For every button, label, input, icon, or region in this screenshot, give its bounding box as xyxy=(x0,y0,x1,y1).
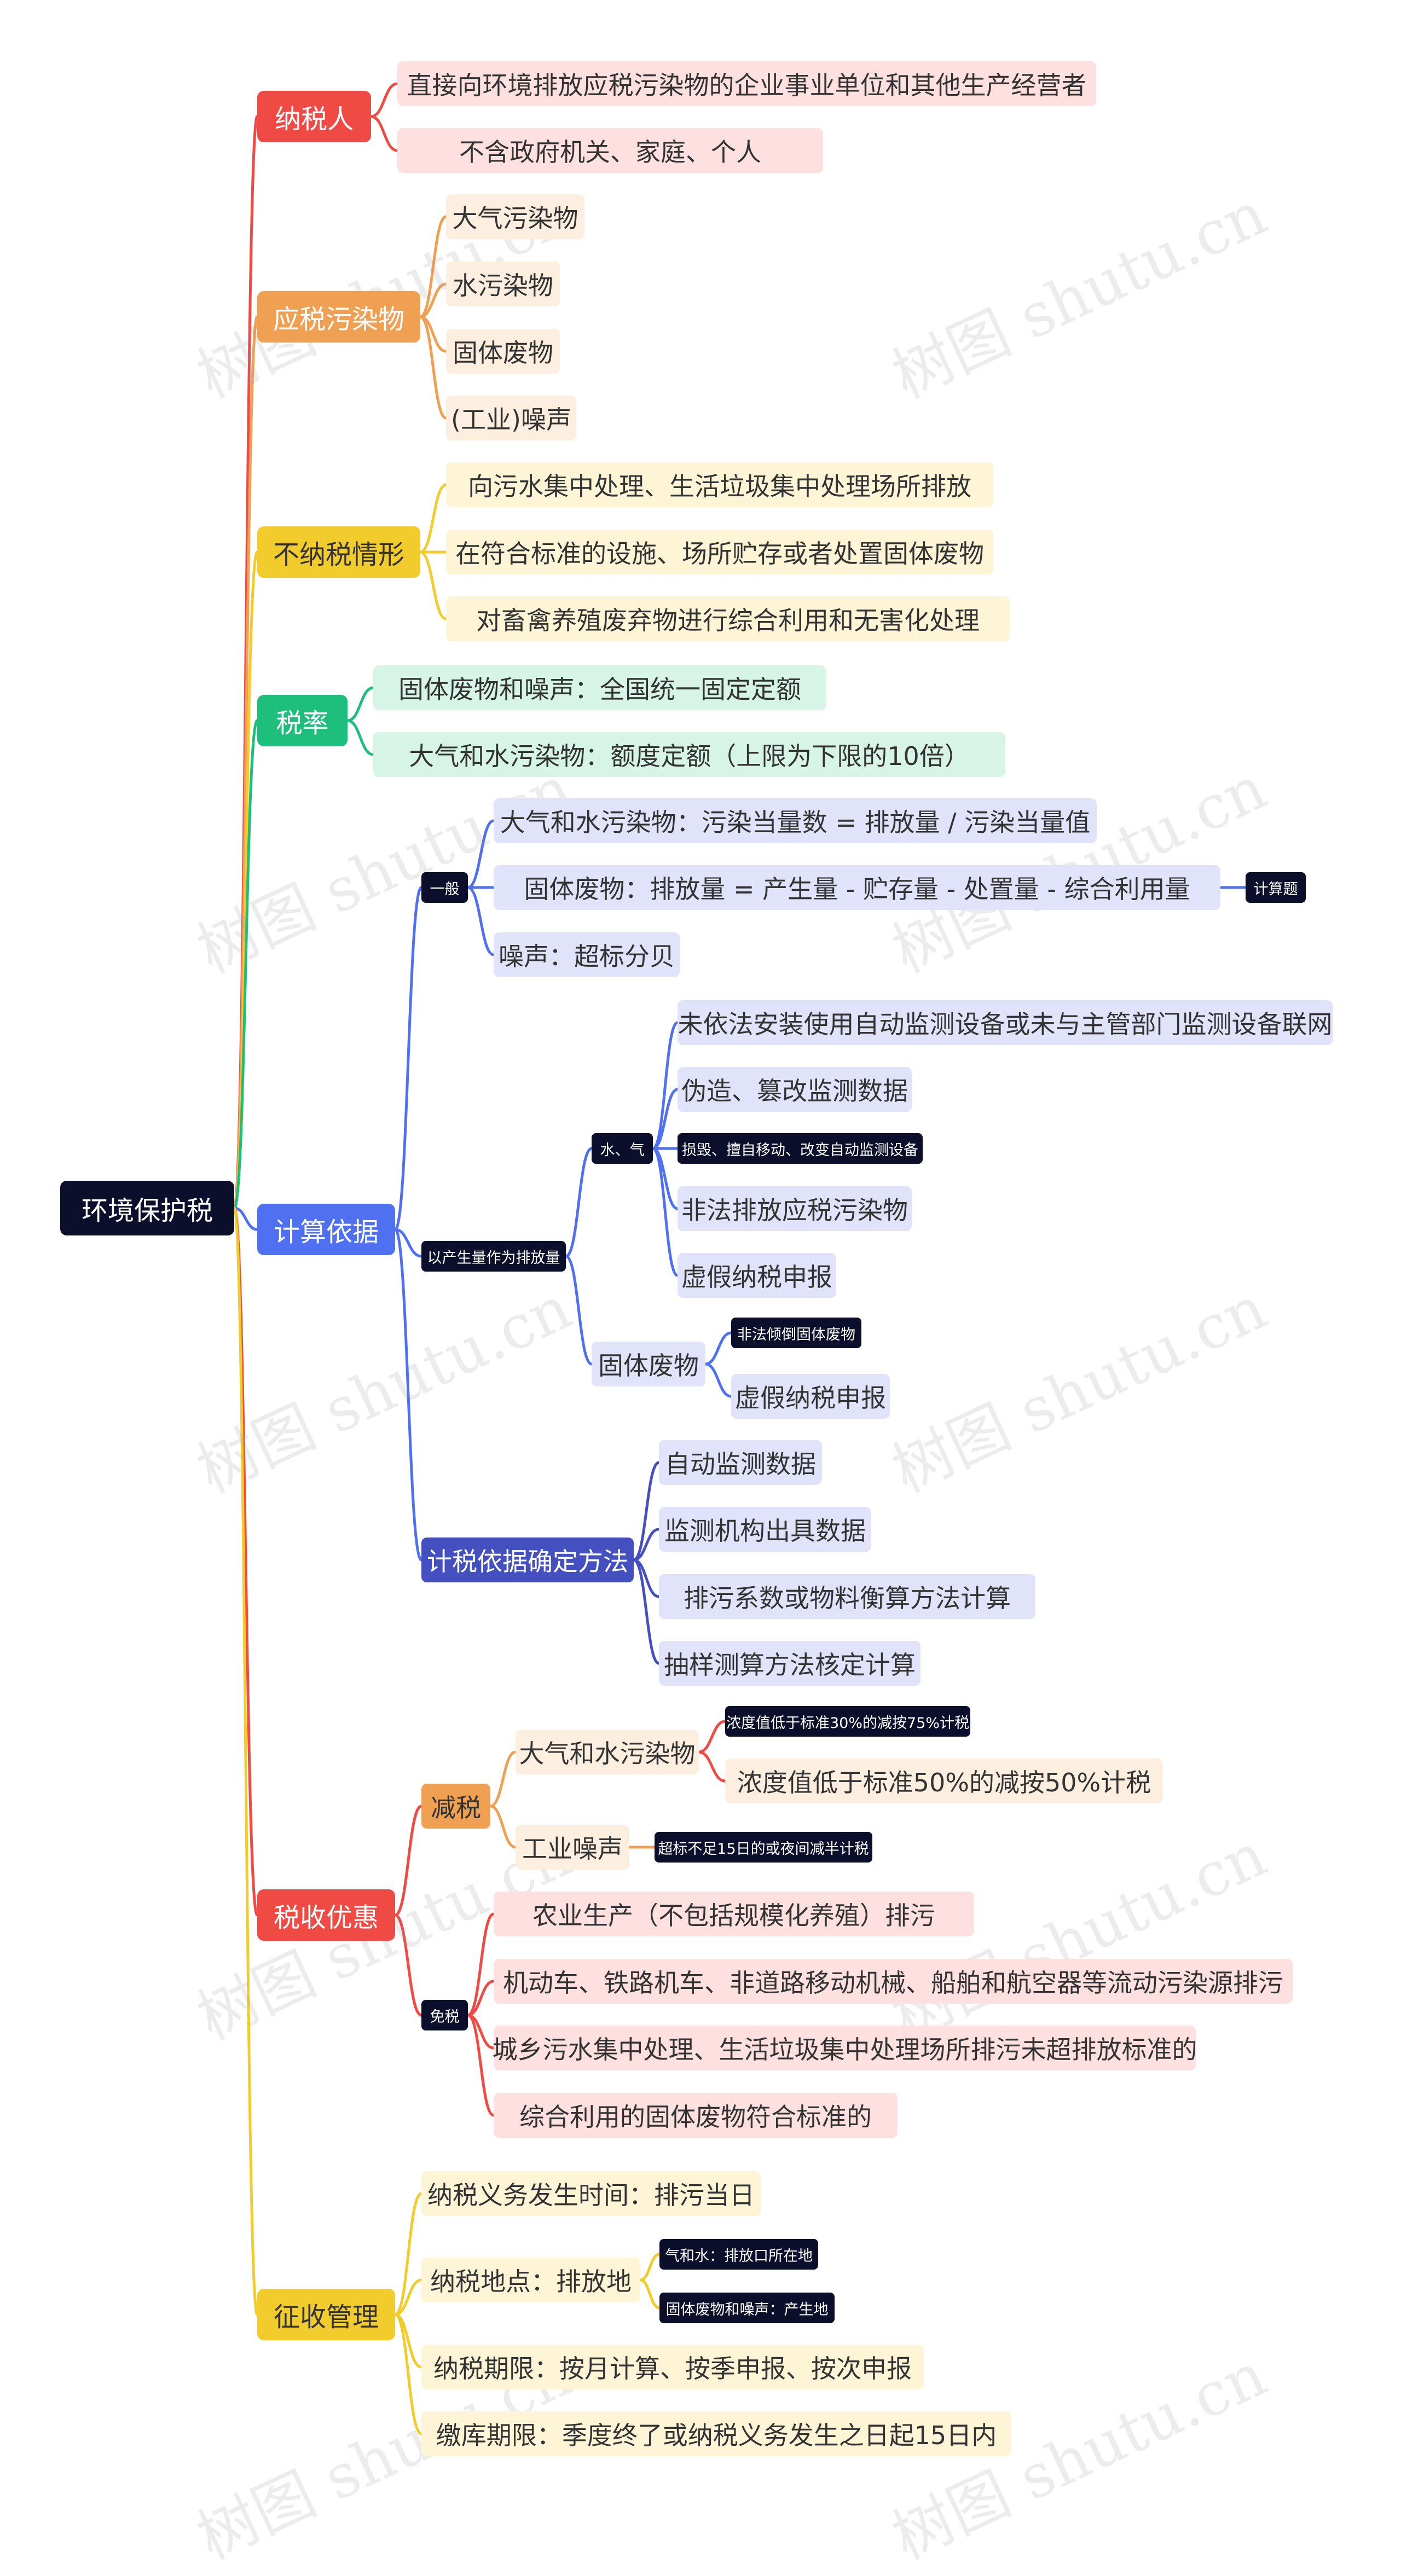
child-connector xyxy=(346,719,375,756)
taxpayer-item[interactable]: 直接向环境排放应税污染物的企业事业单位和其他生产经营者 xyxy=(397,61,1096,106)
child-connector xyxy=(419,315,448,420)
water-air-case[interactable]: 未依法安装使用自动监测设备或未与主管部门监测设备联网 xyxy=(678,1000,1333,1045)
collection-place-item[interactable]: 固体废物和噪声：产生地 xyxy=(659,2293,835,2323)
solid-waste-node[interactable]: 固体废物 xyxy=(592,1342,705,1386)
child-connector xyxy=(704,1362,733,1398)
child-connector xyxy=(704,1331,733,1366)
child-connector xyxy=(419,282,448,318)
branch-tax-rate[interactable]: 税率 xyxy=(257,695,348,746)
basis-method-node[interactable]: 计税依据确定方法 xyxy=(421,1538,634,1582)
exemption-item[interactable]: 城乡污水集中处理、生活垃圾集中处理场所排污未超排放标准的 xyxy=(493,2026,1197,2070)
child-connector xyxy=(632,1528,661,1562)
child-connector xyxy=(651,1147,679,1277)
method-item[interactable]: 监测机构出具数据 xyxy=(659,1507,871,1552)
child-connector xyxy=(466,1980,495,2017)
root-node-environmental-tax[interactable]: 环境保护税 xyxy=(60,1181,234,1235)
child-connector xyxy=(393,1228,423,1258)
child-connector xyxy=(632,1558,661,1665)
child-connector xyxy=(489,1750,517,1808)
exemption-item[interactable]: 综合利用的固体废物符合标准的 xyxy=(494,2093,898,2138)
basis-output-as-emission[interactable]: 以产生量作为排放量 xyxy=(421,1241,566,1272)
pollutant-item[interactable]: 大气污染物 xyxy=(446,194,584,239)
method-item[interactable]: 抽样测算方法核定计算 xyxy=(659,1641,921,1686)
branch-connector xyxy=(233,1206,259,2316)
child-connector xyxy=(564,1147,593,1258)
water-air-case[interactable]: 伪造、篡改监测数据 xyxy=(678,1067,912,1112)
water-air-case[interactable]: 损毁、擅自移动、改变自动监测设备 xyxy=(678,1133,923,1164)
exemption-item[interactable]: 农业生产（不包括规模化养殖）排污 xyxy=(494,1892,974,1936)
child-connector xyxy=(466,1912,495,2017)
child-connector xyxy=(393,2313,423,2435)
branch-collection-management[interactable]: 征收管理 xyxy=(257,2289,395,2340)
child-connector xyxy=(393,1228,423,1562)
reduction-air-water[interactable]: 大气和水污染物 xyxy=(516,1730,699,1774)
branch-taxpayer[interactable]: 纳税人 xyxy=(257,91,371,142)
reduction-noise[interactable]: 工业噪声 xyxy=(516,1825,629,1870)
pollutant-item[interactable]: (工业)噪声 xyxy=(446,396,576,440)
child-connector xyxy=(697,1720,727,1754)
general-formula-item[interactable]: 噪声：超标分贝 xyxy=(494,932,680,977)
child-connector xyxy=(651,1088,679,1150)
child-connector xyxy=(393,1913,423,2017)
reduction-rule[interactable]: 浓度值低于标准30%的减按75%计税 xyxy=(725,1706,970,1737)
exemption-item[interactable]: 机动车、铁路机车、非道路移动机械、船舶和航空器等流动污染源排污 xyxy=(494,1959,1293,2004)
water-air-case[interactable]: 虚假纳税申报 xyxy=(678,1253,836,1298)
non-taxable-item[interactable]: 在符合标准的设施、场所贮存或者处置固体废物 xyxy=(446,530,993,575)
water-air-case[interactable]: 非法排放应税污染物 xyxy=(678,1186,912,1231)
child-connector xyxy=(651,1021,679,1150)
child-connector xyxy=(639,2253,661,2282)
branch-connector xyxy=(233,315,259,1210)
pollutant-item[interactable]: 固体废物 xyxy=(446,329,560,374)
branch-tax-incentive[interactable]: 税收优惠 xyxy=(257,1889,395,1941)
child-connector xyxy=(393,886,423,1231)
child-connector xyxy=(393,2278,423,2316)
child-connector xyxy=(564,1255,593,1366)
branch-pollutants[interactable]: 应税污染物 xyxy=(257,291,420,343)
tax-exemption-node[interactable]: 免税 xyxy=(421,2000,468,2030)
child-connector xyxy=(419,215,448,318)
child-connector xyxy=(489,1805,517,1849)
child-connector xyxy=(419,483,448,554)
branch-non-taxable-cases[interactable]: 不纳税情形 xyxy=(257,526,420,578)
child-connector xyxy=(697,1750,727,1783)
collection-item[interactable]: 纳税期限：按月计算、按季申报、按次申报 xyxy=(421,2345,924,2389)
basis-general[interactable]: 一般 xyxy=(421,872,468,903)
child-connector xyxy=(369,115,399,152)
water-air-node[interactable]: 水、气 xyxy=(592,1133,653,1164)
solid-waste-case[interactable]: 非法倾倒固体废物 xyxy=(731,1318,861,1348)
child-connector xyxy=(369,82,399,118)
branch-connector xyxy=(233,719,259,1210)
non-taxable-item[interactable]: 向污水集中处理、生活垃圾集中处理场所排放 xyxy=(446,462,993,507)
child-connector xyxy=(393,1805,423,1917)
tax-rate-item[interactable]: 固体废物和噪声：全国统一固定定额 xyxy=(373,665,826,710)
child-connector xyxy=(466,886,495,956)
child-connector xyxy=(639,2278,661,2310)
collection-item[interactable]: 缴库期限：季度终了或纳税义务发生之日起15日内 xyxy=(421,2411,1011,2456)
tax-reduction-node[interactable]: 减税 xyxy=(421,1784,490,1829)
collection-item[interactable]: 纳税义务发生时间：排污当日 xyxy=(421,2171,761,2216)
general-formula-item[interactable]: 固体废物：排放量 = 产生量 - 贮存量 - 处置量 - 综合利用量 xyxy=(494,865,1220,910)
taxpayer-item[interactable]: 不含政府机关、家庭、个人 xyxy=(397,128,823,173)
solid-waste-case[interactable]: 虚假纳税申报 xyxy=(731,1374,890,1419)
method-item[interactable]: 自动监测数据 xyxy=(659,1440,822,1485)
reduction-rule[interactable]: 浓度值低于标准50%的减按50%计税 xyxy=(725,1759,1163,1803)
child-connector xyxy=(346,686,375,722)
collection-place[interactable]: 纳税地点：排放地 xyxy=(421,2258,640,2302)
branch-connector xyxy=(233,1206,259,1231)
pollutant-item[interactable]: 水污染物 xyxy=(446,262,560,306)
collection-place-item[interactable]: 气和水：排放口所在地 xyxy=(659,2239,818,2270)
tax-rate-item[interactable]: 大气和水污染物：额度定额（上限为下限的10倍） xyxy=(373,732,1005,777)
child-connector xyxy=(419,550,448,620)
child-connector xyxy=(466,2014,495,2117)
branch-tax-basis[interactable]: 计算依据 xyxy=(257,1204,395,1255)
non-taxable-item[interactable]: 对畜禽养殖废弃物进行综合利用和无害化处理 xyxy=(446,596,1010,641)
connector-lines xyxy=(233,82,1247,2435)
child-connector xyxy=(393,2192,423,2316)
calculation-note-badge[interactable]: 计算题 xyxy=(1246,872,1306,903)
method-item[interactable]: 排污系数或物料衡算方法计算 xyxy=(659,1574,1035,1619)
general-formula-item[interactable]: 大气和水污染物：污染当量数 = 排放量 / 污染当量值 xyxy=(494,798,1097,843)
child-connector xyxy=(466,819,495,889)
child-connector xyxy=(632,1461,661,1562)
reduction-rule[interactable]: 超标不足15日的或夜间减半计税 xyxy=(655,1832,872,1863)
